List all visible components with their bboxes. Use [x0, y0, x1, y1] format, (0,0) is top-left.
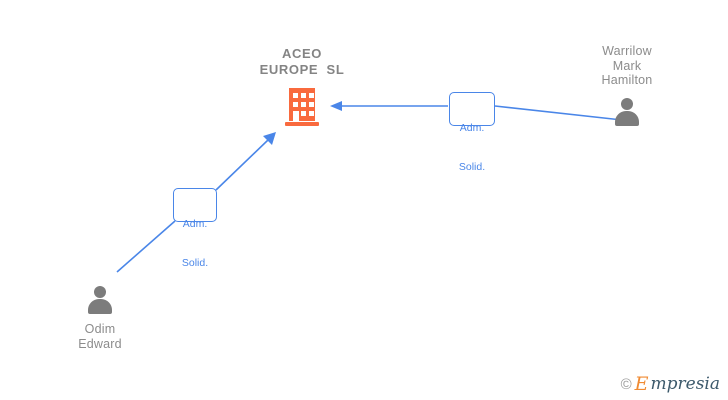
edge-odim-to-label [116, 220, 176, 273]
relation-label-warrilow-mark-hamilton[interactable]: Adm. Solid. [449, 92, 495, 173]
person-name-warrilow-mark-hamilton: Warrilow Mark Hamilton [601, 44, 653, 87]
company-name-line1: ACEO [282, 46, 322, 61]
node-person-warrilow-mark-hamilton[interactable]: Warrilow Mark Hamilton [578, 44, 676, 134]
brand-name: mpresia [650, 374, 721, 394]
relation-label-line1: Adm. [182, 218, 208, 230]
building-base [285, 122, 319, 126]
building-window [293, 102, 298, 107]
arrowhead-left-edge [263, 132, 276, 145]
relation-label-line2: Solid. [458, 161, 486, 173]
edge-warrilow-to-label [494, 105, 623, 121]
building-door [293, 111, 299, 121]
building-icon[interactable] [285, 88, 319, 126]
person-body [615, 111, 639, 126]
person-head [621, 98, 633, 110]
watermark-empresia: © E mpresia [621, 375, 720, 394]
arrowhead-right-edge [330, 101, 342, 111]
building-window [293, 93, 298, 98]
building-window [309, 93, 314, 98]
person-icon[interactable] [612, 98, 642, 128]
person-head [94, 286, 106, 298]
brand-initial: E [634, 373, 649, 395]
building-window [309, 102, 314, 107]
company-name-line2: EUROPE SL [259, 62, 345, 77]
edge-label-to-company-left [215, 139, 269, 191]
relation-label-line1: Adm. [459, 122, 485, 134]
person-name-odim-edward: Odim Edward [78, 322, 122, 351]
building-window [301, 111, 306, 116]
relation-label-line2: Solid. [181, 257, 209, 269]
relation-label-odim-edward[interactable]: Adm. Solid. [173, 188, 217, 269]
node-person-odim-edward[interactable]: Odim Edward [50, 286, 150, 358]
person-icon[interactable] [85, 286, 115, 316]
copyright-icon: © [620, 376, 632, 393]
person-body [88, 299, 112, 314]
building-window [301, 102, 306, 107]
building-window [309, 111, 314, 116]
node-company[interactable]: ACEO EUROPE SL [252, 46, 352, 126]
building-window [301, 93, 306, 98]
